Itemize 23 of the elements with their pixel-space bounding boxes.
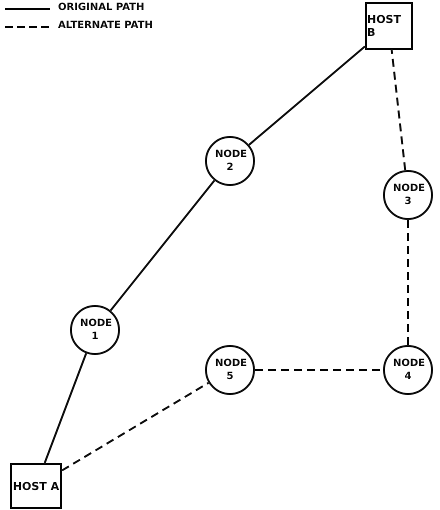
- node-label: NODE 5: [215, 357, 245, 383]
- node-label: NODE 4: [393, 357, 423, 383]
- network-node-circle: [205, 345, 255, 395]
- node-label: NODE 3: [393, 182, 423, 208]
- network-node-circle: [205, 136, 255, 186]
- connection-line: [44, 353, 88, 464]
- legend-label: ALTERNATE PATH: [58, 20, 153, 31]
- node-label: HOST B: [367, 13, 402, 39]
- dashed-connection-line: [390, 50, 406, 170]
- network-node-circle: [383, 345, 433, 395]
- node-label: NODE 2: [215, 148, 245, 174]
- dashed-connection-line: [255, 369, 383, 371]
- host-box: [10, 463, 62, 509]
- legend-label: ORIGINAL PATH: [58, 2, 144, 13]
- connection-line: [110, 180, 216, 312]
- host-box: [365, 2, 413, 50]
- network-node-circle: [70, 305, 120, 355]
- node-label: HOST A: [12, 480, 60, 492]
- node-label: NODE 1: [80, 317, 110, 343]
- connection-line: [248, 46, 366, 146]
- dashed-connection-line: [407, 220, 409, 345]
- dashed-connection-line: [61, 382, 210, 472]
- network-node-circle: [383, 170, 433, 220]
